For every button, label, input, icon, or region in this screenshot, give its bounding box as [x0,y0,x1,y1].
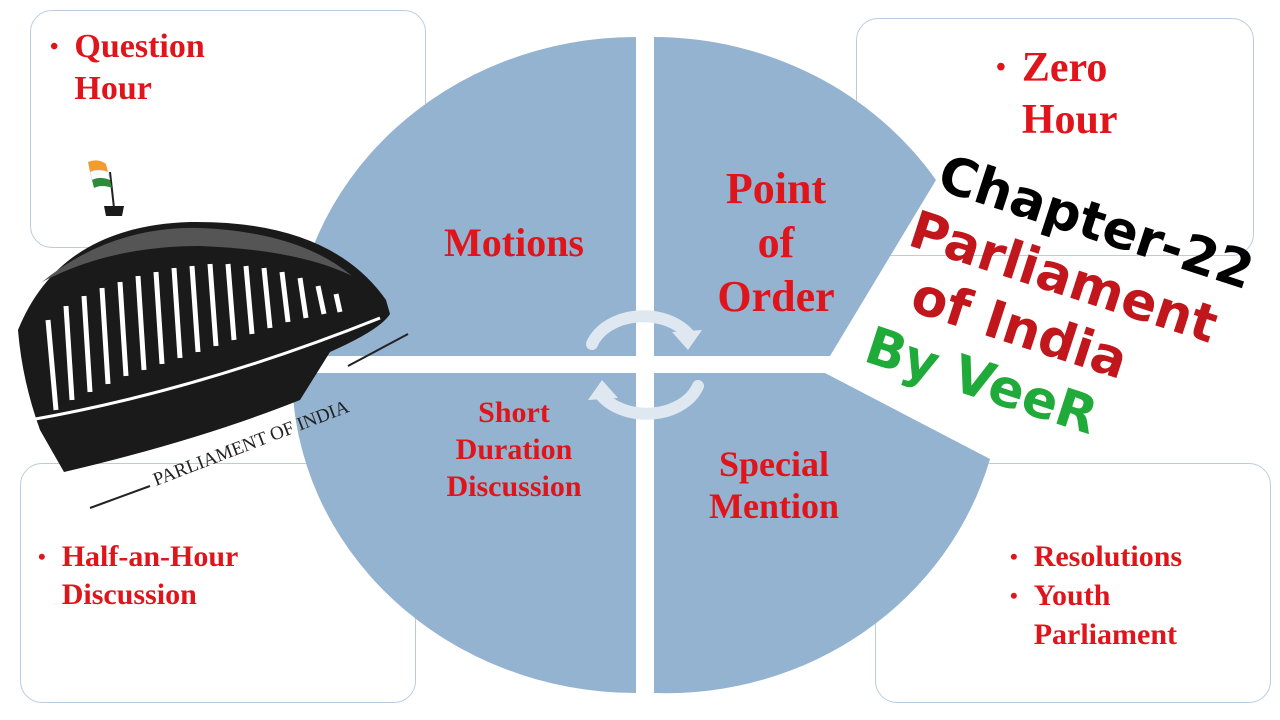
quadrant-top-right [654,37,936,356]
bullet-list-top-right: • Zero Hour [996,42,1236,146]
corner-box-top-right [856,18,1254,256]
bullet-text-youth-parliament: Youth Parliament [1033,579,1177,651]
bullet-list-bottom-left: • Half-an-Hour Discussion [38,538,398,614]
bullet-item: • Youth Parliament [1010,576,1260,654]
quadrant-label-point: Point [726,164,827,213]
circular-arrows-icon [586,310,704,420]
bullet-text-zero-hour: Zero Hour [1021,45,1118,143]
bullet-item: • Zero Hour [996,42,1236,146]
bullet-item: • Half-an-Hour Discussion [38,538,398,614]
quadrant-bottom-left [292,373,636,693]
quadrant-label-short: Short [478,396,550,429]
quadrant-label-mention: Mention [709,486,839,526]
bullet-list-bottom-right: • Resolutions • Youth Parliament [1010,537,1260,654]
quadrant-label-special: Special [719,444,829,484]
quadrant-label-order: Order [717,272,834,321]
bullet-item: • Question Hour [50,26,390,110]
quadrant-label-discussion: Discussion [446,470,581,503]
bullet-text-question-hour: Question Hour [74,28,205,107]
quadrant-label-of: of [758,218,796,267]
quadrant-label-duration: Duration [456,433,573,466]
bullet-text-half-hour: Half-an-Hour Discussion [61,540,238,611]
quadrant-label-motions: Motions [444,220,584,265]
bullet-text-resolutions: Resolutions [1033,540,1183,573]
quadrant-top-left [292,37,636,356]
bullet-item: • Resolutions [1010,537,1260,576]
quadrant-bottom-right [654,373,990,694]
bullet-list-top-left: • Question Hour [50,26,390,110]
